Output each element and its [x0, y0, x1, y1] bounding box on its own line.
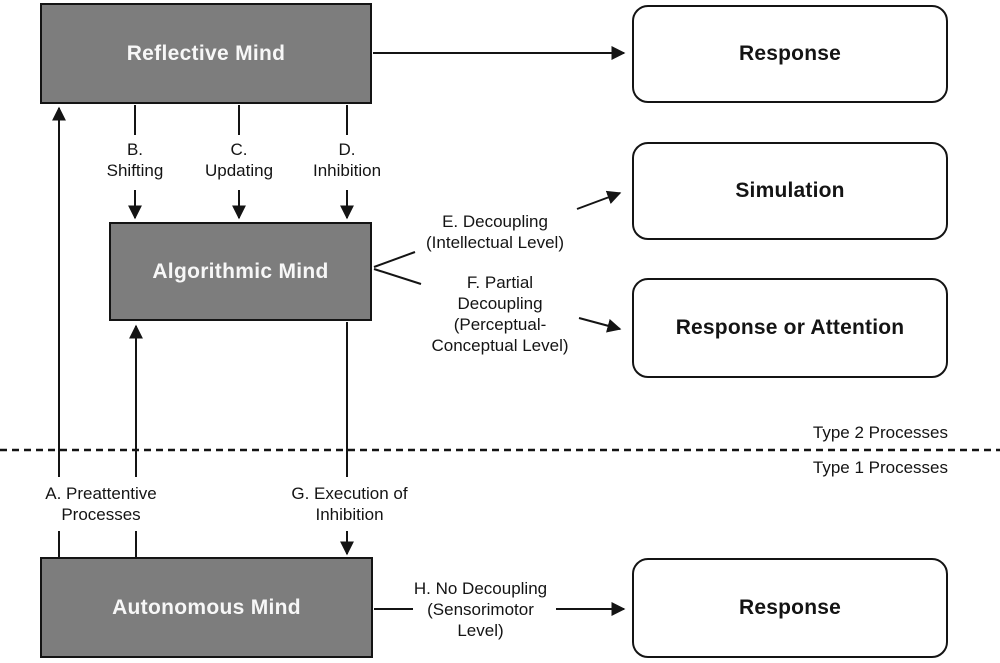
label-e-decoupling: E. Decoupling (Intellectual Level)	[426, 212, 564, 252]
response-or-attention-label: Response or Attention	[675, 316, 905, 339]
response-top-label: Response	[739, 42, 841, 65]
label-b-shifting: B. Shifting	[106, 140, 164, 180]
type-1-processes-label: Type 1 Processes	[812, 458, 948, 477]
arrow-f-to-response-attention	[578, 317, 622, 333]
label-c-updating: C. Updating	[204, 140, 274, 180]
arrow-e-to-simulation	[576, 190, 622, 210]
label-d-inhibition: D. Inhibition	[312, 140, 382, 180]
simulation-label: Simulation	[735, 179, 845, 202]
type-2-processes-label: Type 2 Processes	[812, 423, 948, 442]
label-h-no-decoupling: H. No Decoupling (Sensorimotor Level)	[413, 579, 548, 640]
autonomous-mind-label: Autonomous Mind	[112, 595, 301, 619]
response-box-top: Response	[632, 5, 948, 103]
simulation-box: Simulation	[632, 142, 948, 240]
response-bottom-label: Response	[739, 596, 841, 619]
label-g-execution-of-inhibition: G. Execution of Inhibition	[291, 484, 408, 524]
response-box-bottom: Response	[632, 558, 948, 658]
algorithmic-mind-label: Algorithmic Mind	[152, 259, 329, 283]
reflective-mind-label: Reflective Mind	[126, 41, 286, 65]
algorithmic-mind-box: Algorithmic Mind	[109, 222, 372, 321]
response-or-attention-box: Response or Attention	[632, 278, 948, 378]
line-fan-upper	[373, 251, 416, 268]
reflective-mind-box: Reflective Mind	[40, 3, 372, 104]
autonomous-mind-box: Autonomous Mind	[40, 557, 373, 658]
label-f-partial-decoupling: F. Partial Decoupling (Perceptual- Conce…	[431, 273, 569, 355]
label-a-preattentive-processes: A. Preattentive Processes	[45, 484, 157, 524]
line-fan-lower	[373, 268, 422, 285]
